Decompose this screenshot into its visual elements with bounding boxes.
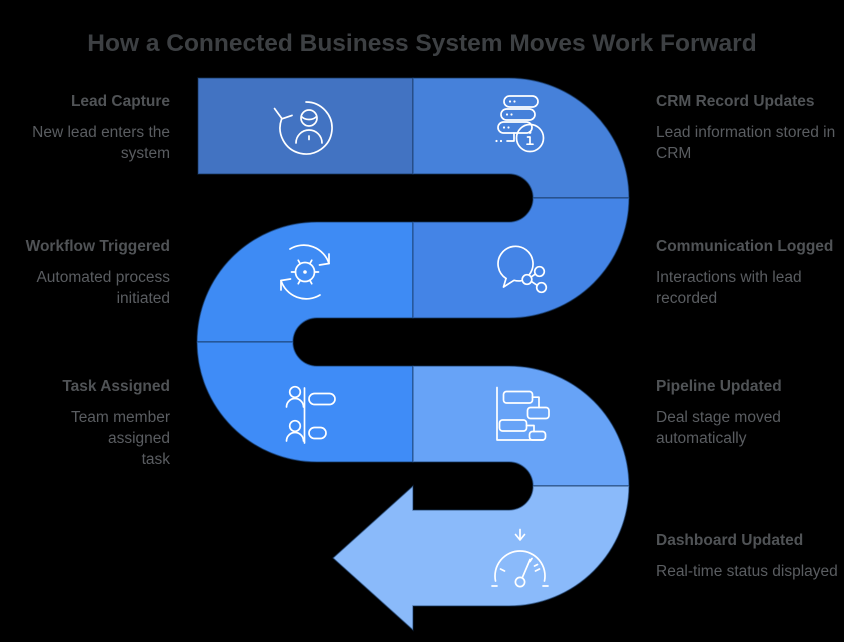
step-description: Deal stage moved automatically <box>656 409 781 448</box>
task-assignment-icon <box>285 385 336 444</box>
chat-share-icon <box>497 245 548 294</box>
page-title: How a Connected Business System Moves Wo… <box>87 30 757 57</box>
step-title: Lead Capture <box>70 93 170 110</box>
step-title: Task Assigned <box>62 378 170 395</box>
step-block-lead-capture: Lead Capture New lead enters the system <box>10 92 170 164</box>
pipeline-chart-icon <box>496 386 550 441</box>
flow-segment-communication-logged <box>412 197 630 319</box>
user-refresh-icon <box>273 101 333 155</box>
step-description: Automated process initiated <box>36 269 170 308</box>
step-description: Lead information stored in CRM <box>656 124 836 163</box>
step-title: Pipeline Updated <box>656 378 782 395</box>
gear-sync-icon <box>280 244 330 300</box>
flow-segment-pipeline-updated <box>412 365 630 487</box>
step-title: Workflow Triggered <box>25 238 170 255</box>
step-block-dashboard-updated: Dashboard Updated Real-time status displ… <box>656 531 842 582</box>
step-description: New lead enters the system <box>32 124 170 163</box>
step-block-task-assigned: Task Assigned Team member assigned task <box>10 377 170 470</box>
step-block-pipeline-updated: Pipeline Updated Deal stage moved automa… <box>656 377 842 449</box>
dashboard-gauge-icon <box>491 528 549 588</box>
step-title: Dashboard Updated <box>656 532 804 549</box>
step-block-communication-logged: Communication Logged Interactions with l… <box>656 237 842 309</box>
step-description: Real-time status displayed <box>656 563 838 581</box>
step-title: CRM Record Updates <box>656 93 815 110</box>
step-description: Team member assigned task <box>70 409 170 469</box>
step-description: Interactions with lead recorded <box>656 269 802 308</box>
crm-database-info-icon <box>495 95 545 153</box>
step-block-workflow-triggered: Workflow Triggered Automated process ini… <box>10 237 170 309</box>
step-title: Communication Logged <box>656 238 834 255</box>
step-block-crm-record-updates: CRM Record Updates Lead information stor… <box>656 92 842 164</box>
flow-segment-crm-record-updates <box>412 77 630 199</box>
flow-segment-dashboard-updated-arrow <box>331 484 630 632</box>
